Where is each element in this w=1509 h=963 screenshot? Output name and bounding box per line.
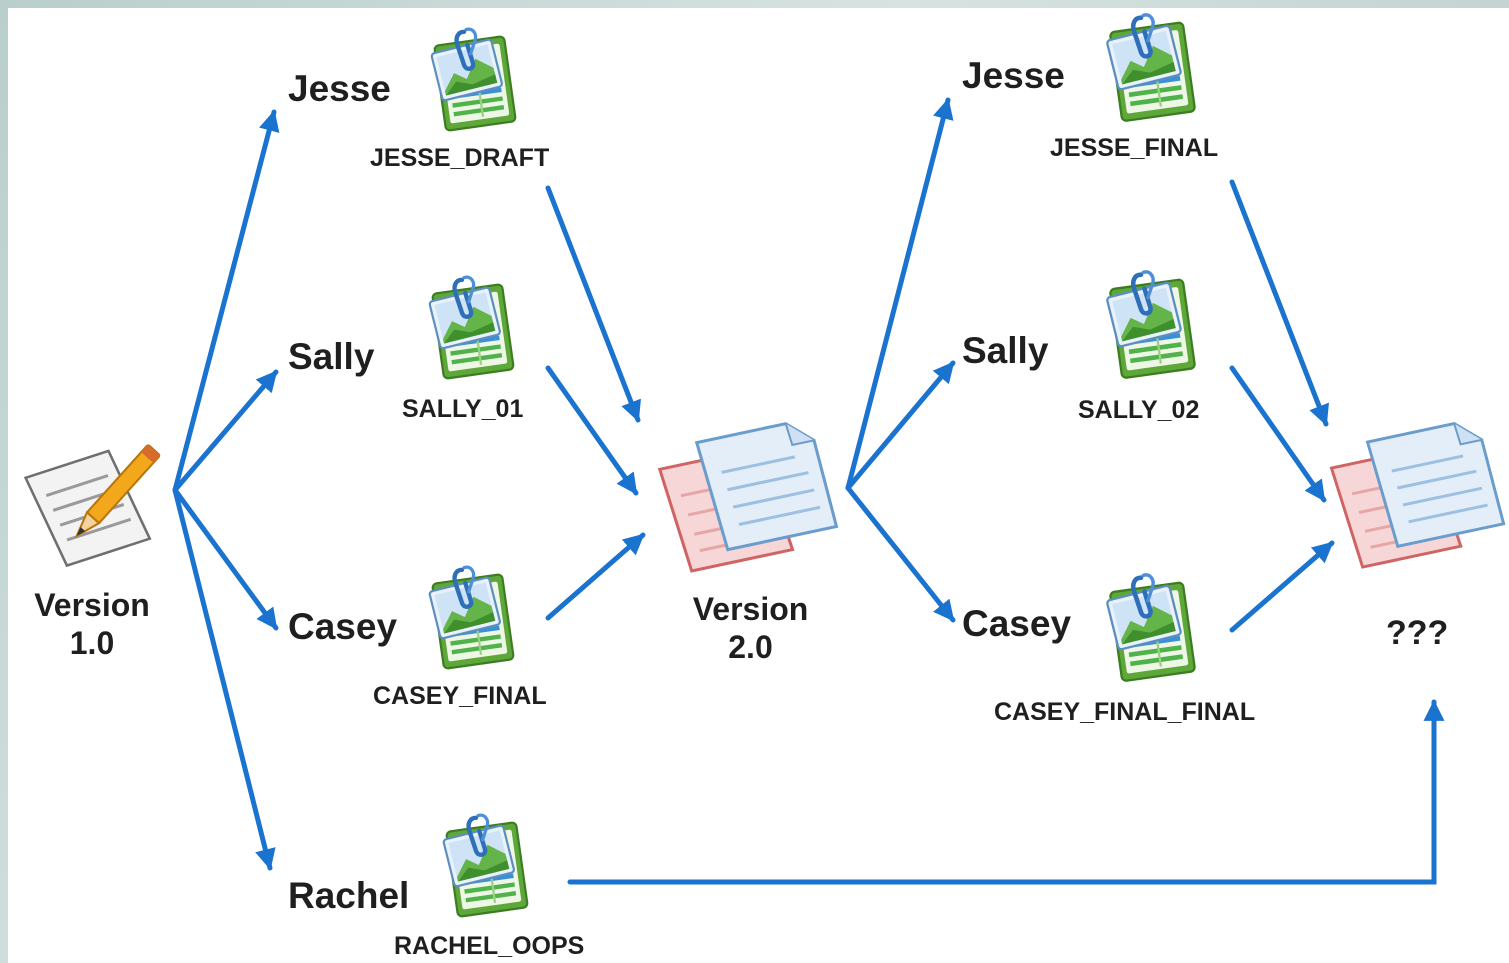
version-1-label: Version 1.0 <box>22 586 162 662</box>
stacked-documents-icon <box>658 416 838 575</box>
spreadsheet-paperclip-icon <box>1107 575 1196 681</box>
person-jesse-round2: Jesse <box>962 55 1065 96</box>
version-1-number: 1.0 <box>69 625 115 661</box>
result-unknown-label: ??? <box>1386 614 1449 652</box>
frame-border-left <box>0 0 8 963</box>
spreadsheet-paperclip-icon <box>443 815 528 917</box>
file-sally-01: SALLY_01 <box>402 395 524 423</box>
arrow-v1-to-sally <box>172 369 279 493</box>
version-2-label: Version 2.0 <box>678 590 823 666</box>
arrow-jesse-draft-to-v2 <box>545 185 641 423</box>
file-casey-final-final: CASEY_FINAL_FINAL <box>994 698 1256 726</box>
arrow-casey-final-final-to-result <box>1229 540 1335 633</box>
file-jesse-final: JESSE_FINAL <box>1050 134 1219 162</box>
frame-border-top <box>0 0 1509 8</box>
person-jesse-round1: Jesse <box>288 68 391 109</box>
arrow-sally01-to-v2 <box>545 365 639 496</box>
spreadsheet-paperclip-icon <box>431 29 516 131</box>
person-rachel: Rachel <box>288 875 410 916</box>
file-rachel-oops: RACHEL_OOPS <box>394 932 585 960</box>
spreadsheet-paperclip-icon <box>1107 272 1196 378</box>
version-2-word: Version <box>692 591 809 627</box>
arrow-jesse-final-to-result <box>1229 179 1329 427</box>
version-2-number: 2.0 <box>728 629 773 665</box>
arrow-v1-to-jesse <box>172 109 280 493</box>
file-casey-final: CASEY_FINAL <box>373 682 547 710</box>
arrow-v1-to-casey <box>172 487 279 631</box>
file-sally-02: SALLY_02 <box>1078 396 1200 424</box>
arrow-v2-to-jesse <box>845 97 954 491</box>
version-1-word: Version <box>34 587 150 623</box>
document-pencil-icon <box>24 443 162 567</box>
arrow-v2-to-sally <box>845 360 956 491</box>
spreadsheet-paperclip-icon <box>429 567 514 669</box>
file-jesse-draft: JESSE_DRAFT <box>370 144 550 172</box>
person-sally-round1: Sally <box>288 336 375 377</box>
arrow-v1-to-rachel <box>172 487 276 871</box>
person-casey-round2: Casey <box>962 603 1072 644</box>
spreadsheet-paperclip-icon <box>429 277 514 379</box>
arrow-casey-final-to-v2 <box>545 532 646 621</box>
arrow-sally02-to-result <box>1229 365 1327 503</box>
arrow-rachel-oops-to-result <box>567 699 1445 885</box>
spreadsheet-paperclip-icon <box>1107 15 1196 121</box>
arrow-v2-to-casey <box>845 485 956 623</box>
stacked-documents-icon <box>1329 416 1506 571</box>
person-sally-round2: Sally <box>962 330 1049 371</box>
person-casey-round1: Casey <box>288 606 398 647</box>
